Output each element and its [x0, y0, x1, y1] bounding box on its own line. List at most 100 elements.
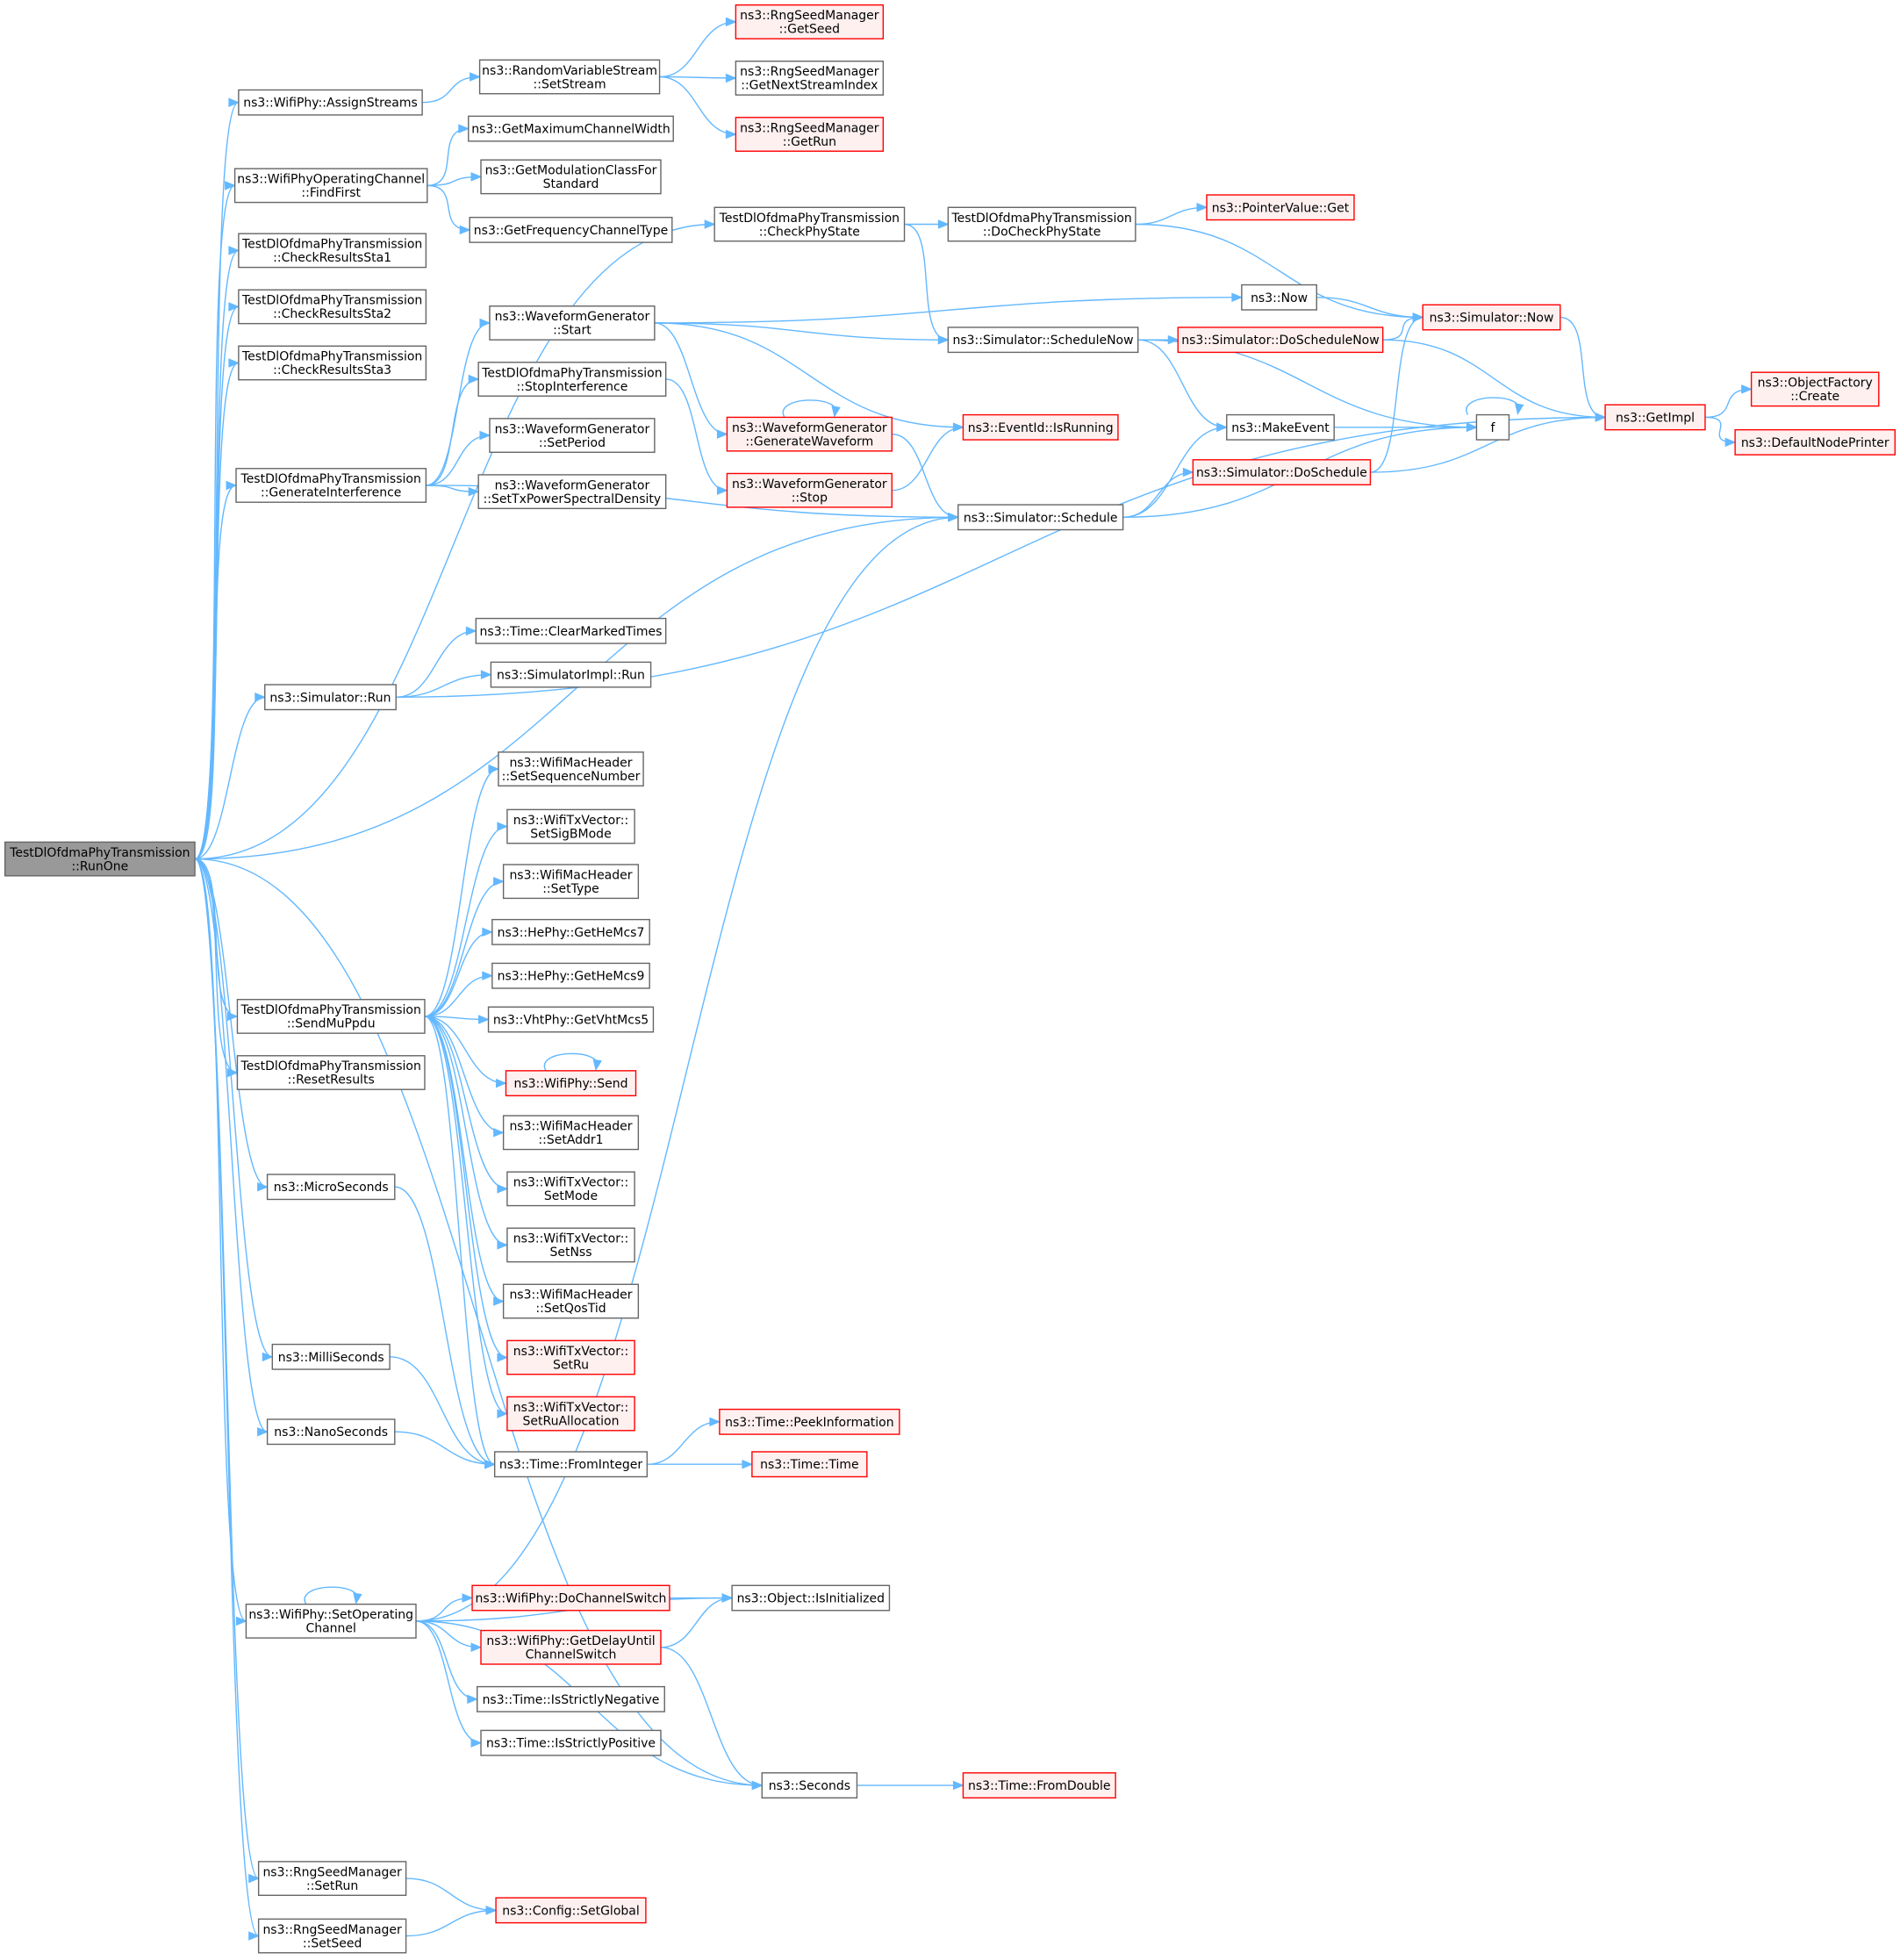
node-phySend[interactable]: ns3::WifiPhy::Send — [505, 1070, 637, 1097]
edge-genInterf-to-stopInterf-arrowhead — [468, 374, 480, 384]
node-doCheckPhy[interactable]: TestDlOfdmaPhyTransmission::DoCheckPhySt… — [947, 206, 1136, 242]
node-setNss[interactable]: ns3::WifiTxVector::SetNss — [506, 1227, 635, 1263]
node-clearMarked[interactable]: ns3::Time::ClearMarkedTimes — [475, 617, 667, 644]
node-wgSetPeriod[interactable]: ns3::WaveformGenerator::SetPeriod — [489, 418, 656, 453]
edge-setOpCh-to-setOpCh-arrowhead — [353, 1592, 362, 1605]
node-genInterf[interactable]: TestDlOfdmaPhyTransmission::GenerateInte… — [235, 468, 427, 503]
node-doSchedule[interactable]: ns3::Simulator::DoSchedule — [1192, 459, 1372, 485]
node-nano[interactable]: ns3::NanoSeconds — [266, 1418, 396, 1446]
node-crs2[interactable]: TestDlOfdmaPhyTransmission::CheckResults… — [238, 289, 427, 325]
node-schedNow[interactable]: ns3::Simulator::ScheduleNow — [947, 327, 1139, 354]
node-objIsInit[interactable]: ns3::Object::IsInitialized — [731, 1584, 891, 1612]
node-objFactCreate[interactable]: ns3::ObjectFactory::Create — [1750, 371, 1880, 407]
node-isStrictNeg[interactable]: ns3::Time::IsStrictlyNegative — [477, 1685, 665, 1712]
node-label: ::CheckPhyState — [759, 225, 860, 239]
node-label: ::Stop — [792, 491, 828, 505]
node-ptrGet[interactable]: ns3::PointerValue::Get — [1206, 194, 1355, 221]
edge-getDelayCs-to-seconds-arrowhead — [751, 1780, 764, 1791]
node-assignStreams[interactable]: ns3::WifiPhy::AssignStreams — [238, 89, 423, 116]
node-rngSetSeed[interactable]: ns3::RngSeedManager::SetSeed — [257, 1918, 407, 1954]
node-label: ns3::Time::IsStrictlyPositive — [486, 1737, 656, 1751]
node-setQosTid[interactable]: ns3::WifiMacHeader::SetQosTid — [502, 1283, 640, 1319]
node-f[interactable]: f — [1475, 413, 1510, 441]
node-checkPhyState[interactable]: TestDlOfdmaPhyTransmission::CheckPhyStat… — [713, 206, 906, 242]
node-wgStop[interactable]: ns3::WaveformGenerator::Stop — [726, 472, 893, 508]
node-rngSetRun[interactable]: ns3::RngSeedManager::SetRun — [257, 1861, 407, 1897]
node-box — [502, 1115, 640, 1151]
node-box — [947, 206, 1136, 242]
node-findFirst[interactable]: ns3::WifiPhyOperatingChannel::FindFirst — [233, 168, 428, 204]
node-heMcs7[interactable]: ns3::HePhy::GetHeMcs7 — [491, 918, 650, 945]
node-setRu[interactable]: ns3::WifiTxVector::SetRu — [506, 1339, 635, 1375]
node-rngNextIdx[interactable]: ns3::RngSeedManager::GetNextStreamIndex — [735, 61, 885, 96]
node-label: ns3::Time::FromDouble — [968, 1779, 1111, 1793]
node-box — [489, 305, 656, 341]
edge-getImpl-to-defNodePrinter — [1704, 416, 1736, 443]
node-setRuAlloc[interactable]: ns3::WifiTxVector::SetRuAllocation — [506, 1396, 635, 1432]
node-milli[interactable]: ns3::MilliSeconds — [271, 1343, 391, 1370]
node-getImpl[interactable]: ns3::GetImpl — [1604, 404, 1706, 431]
node-crs3[interactable]: TestDlOfdmaPhyTransmission::CheckResults… — [238, 345, 427, 381]
node-box — [947, 327, 1139, 354]
node-setMode[interactable]: ns3::WifiTxVector::SetMode — [506, 1171, 635, 1207]
node-wgStart[interactable]: ns3::WaveformGenerator::Start — [489, 305, 656, 341]
node-getMaxCw[interactable]: ns3::GetMaximumChannelWidth — [468, 115, 674, 142]
node-micro[interactable]: ns3::MicroSeconds — [266, 1174, 396, 1201]
node-label: ns3::MicroSeconds — [274, 1181, 389, 1195]
node-resetRes[interactable]: TestDlOfdmaPhyTransmission::ResetResults — [236, 1055, 426, 1090]
node-label: ns3::HePhy::GetHeMcs7 — [498, 926, 645, 940]
node-wgSetTxPsd[interactable]: ns3::WaveformGenerator::SetTxPowerSpectr… — [477, 474, 667, 510]
node-wgGenWave[interactable]: ns3::WaveformGenerator::GenerateWaveform — [726, 416, 893, 452]
node-box — [491, 962, 650, 989]
node-isRunning[interactable]: ns3::EventId::IsRunning — [962, 413, 1119, 441]
node-vhtMcs5[interactable]: ns3::VhtPhy::GetVhtMcs5 — [487, 1006, 655, 1033]
node-timeTime[interactable]: ns3::Time::Time — [751, 1451, 868, 1478]
node-stopInterf[interactable]: TestDlOfdmaPhyTransmission::StopInterfer… — [477, 362, 667, 397]
node-fromInteger[interactable]: ns3::Time::FromInteger — [493, 1451, 649, 1478]
node-simImplRun[interactable]: ns3::SimulatorImpl::Run — [490, 661, 652, 688]
node-crs1[interactable]: TestDlOfdmaPhyTransmission::CheckResults… — [238, 233, 427, 269]
edge-root-to-rngSetRun-arrowhead — [248, 1873, 260, 1884]
node-box — [957, 504, 1124, 531]
node-rngGetRun[interactable]: ns3::RngSeedManager::GetRun — [735, 117, 885, 152]
node-box — [478, 59, 661, 95]
node-box — [238, 89, 423, 116]
node-defNodePrinter[interactable]: ns3::DefaultNodePrinter — [1734, 428, 1896, 456]
node-seconds[interactable]: ns3::Seconds — [761, 1772, 858, 1798]
node-label: ns3::VhtPhy::GetVhtMcs5 — [493, 1013, 649, 1027]
node-setType[interactable]: ns3::WifiMacHeader::SetType — [502, 864, 640, 900]
node-nsNow[interactable]: ns3::Now — [1241, 284, 1317, 311]
node-box — [735, 117, 885, 152]
node-getFreqType[interactable]: ns3::GetFrequencyChannelType — [469, 216, 673, 243]
nodes-layer: TestDlOfdmaPhyTransmission::RunOnens3::W… — [4, 4, 1896, 1954]
node-root[interactable]: TestDlOfdmaPhyTransmission::RunOne — [4, 841, 196, 877]
node-simNow[interactable]: ns3::Simulator::Now — [1422, 304, 1561, 331]
node-rngGetSeed[interactable]: ns3::RngSeedManager::GetSeed — [735, 4, 885, 39]
edge-root-to-checkPhyState-arrowhead — [704, 219, 716, 229]
edge-getImpl-to-objFactCreate-arrowhead — [1741, 384, 1753, 394]
node-label: Channel — [305, 1622, 355, 1636]
node-schedule[interactable]: ns3::Simulator::Schedule — [957, 504, 1124, 531]
node-fromDouble[interactable]: ns3::Time::FromDouble — [962, 1772, 1116, 1798]
edge-f-to-f — [1466, 397, 1520, 415]
node-heMcs9[interactable]: ns3::HePhy::GetHeMcs9 — [491, 962, 650, 989]
edge-sendMu-to-setAddr1-arrowhead — [493, 1128, 505, 1138]
node-peekInfo[interactable]: ns3::Time::PeekInformation — [719, 1408, 900, 1435]
node-doChSwitch[interactable]: ns3::WifiPhy::DoChannelSwitch — [471, 1584, 670, 1612]
node-label: ns3::Simulator::DoSchedule — [1196, 466, 1367, 480]
node-setGlobal[interactable]: ns3::Config::SetGlobal — [495, 1897, 647, 1924]
node-simRun[interactable]: ns3::Simulator::Run — [264, 684, 397, 711]
node-setAddr1[interactable]: ns3::WifiMacHeader::SetAddr1 — [502, 1115, 640, 1151]
node-sendMu[interactable]: TestDlOfdmaPhyTransmission::SendMuPpdu — [236, 999, 426, 1034]
node-doSchedNow[interactable]: ns3::Simulator::DoScheduleNow — [1177, 327, 1384, 354]
edge-sendMu-to-setMode-arrowhead — [497, 1184, 509, 1194]
node-setSigB[interactable]: ns3::WifiTxVector::SetSigBMode — [506, 808, 635, 844]
node-makeEvent[interactable]: ns3::MakeEvent — [1226, 413, 1335, 441]
node-isStrictPos[interactable]: ns3::Time::IsStrictlyPositive — [480, 1729, 662, 1756]
node-rvsSetStream[interactable]: ns3::RandomVariableStream::SetStream — [478, 59, 661, 95]
node-label: ns3::WifiTxVector:: — [513, 1176, 628, 1190]
node-setSeqNum[interactable]: ns3::WifiMacHeader::SetSequenceNumber — [498, 751, 644, 787]
